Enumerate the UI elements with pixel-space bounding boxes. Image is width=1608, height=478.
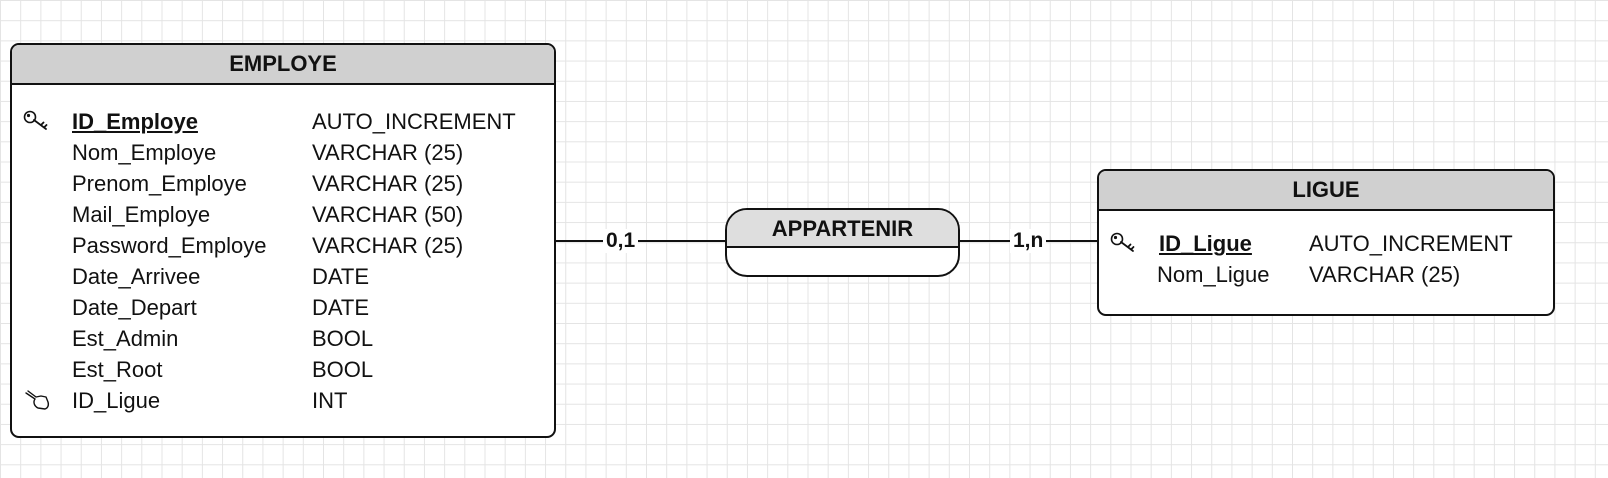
attribute-name: ID_Ligue [72, 388, 161, 413]
attribute-type: AUTO_INCREMENT [312, 109, 516, 134]
attribute-name: ID_Ligue [1159, 231, 1252, 256]
entity-title: EMPLOYE [12, 45, 554, 85]
attribute-name: Est_Root [72, 357, 163, 382]
attribute-row[interactable]: Date_Depart DATE [12, 292, 554, 323]
cardinality-employe: 0,1 [603, 229, 639, 253]
attribute-row[interactable]: Nom_Ligue VARCHAR (25) [1099, 259, 1553, 290]
attribute-name: Est_Admin [72, 326, 179, 351]
attribute-row[interactable]: Password_Employe VARCHAR (25) [12, 230, 554, 261]
attribute-row[interactable]: Prenom_Employe VARCHAR (25) [12, 168, 554, 199]
attribute-row[interactable]: Est_Root BOOL [12, 354, 554, 385]
attribute-row[interactable]: ID_Ligue INT [12, 385, 554, 416]
attribute-type: BOOL [312, 357, 374, 382]
key-icon [23, 110, 48, 130]
attribute-name: Date_Arrivee [72, 264, 201, 289]
attribute-name: Prenom_Employe [72, 171, 247, 196]
attribute-row[interactable]: ID_Employe AUTO_INCREMENT [12, 106, 554, 137]
attribute-type: VARCHAR (25) [312, 171, 464, 196]
attribute-name: Date_Depart [72, 295, 197, 320]
attribute-type: AUTO_INCREMENT [1309, 231, 1513, 256]
attribute-type: VARCHAR (25) [312, 140, 464, 165]
attribute-row[interactable]: ID_Ligue AUTO_INCREMENT [1099, 228, 1553, 259]
relation-title: APPARTENIR [727, 210, 958, 248]
entity-title: LIGUE [1099, 171, 1553, 211]
attribute-name: Mail_Employe [72, 202, 211, 227]
attribute-row[interactable]: Nom_Employe VARCHAR (25) [12, 137, 554, 168]
key-icon [1110, 232, 1135, 252]
attribute-type: INT [312, 388, 348, 413]
attribute-name: Nom_Ligue [1157, 262, 1270, 287]
attribute-type: VARCHAR (25) [1309, 262, 1461, 287]
attribute-type: BOOL [312, 326, 374, 351]
attribute-row[interactable]: Date_Arrivee DATE [12, 261, 554, 292]
attribute-row[interactable]: Mail_Employe VARCHAR (50) [12, 199, 554, 230]
connector-employe-relation [556, 240, 726, 242]
entity-ligue[interactable]: LIGUE ID_Ligue AUTO_INCREMENT Nom_Ligue … [1097, 169, 1555, 316]
attribute-type: DATE [312, 295, 370, 320]
attribute-type: DATE [312, 264, 370, 289]
attribute-type: VARCHAR (50) [312, 202, 464, 227]
attribute-row[interactable]: Est_Admin BOOL [12, 323, 554, 354]
attribute-name: Password_Employe [72, 233, 267, 258]
attribute-name: ID_Employe [72, 109, 198, 134]
attribute-type: VARCHAR (25) [312, 233, 464, 258]
pointing-hand-icon [25, 390, 50, 410]
attribute-name: Nom_Employe [72, 140, 217, 165]
relation-appartenir[interactable]: APPARTENIR [725, 208, 960, 277]
cardinality-ligue: 1,n [1010, 229, 1047, 253]
entity-employe[interactable]: EMPLOYE ID_Employe AUTO_INCREMENT Nom_Em… [10, 43, 556, 438]
